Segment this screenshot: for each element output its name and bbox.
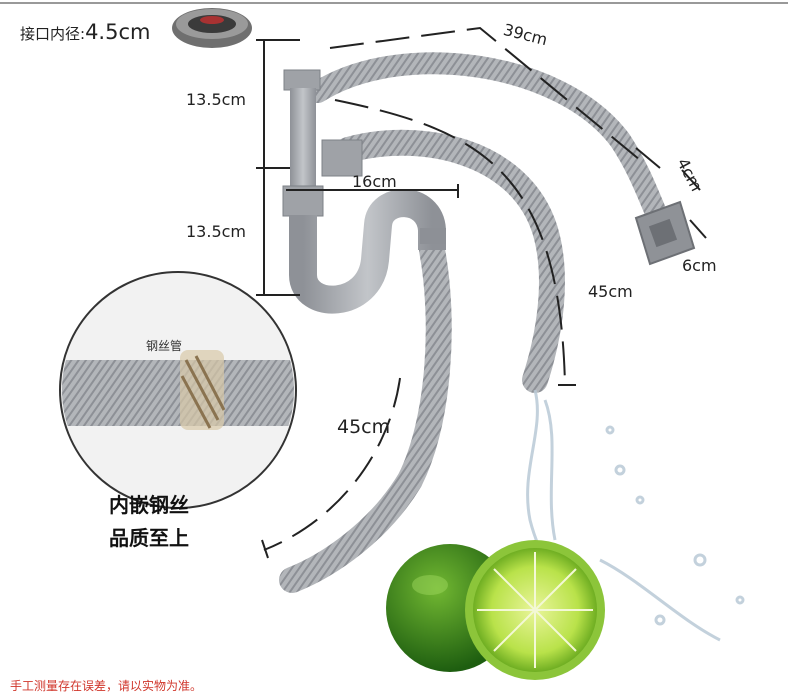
left-drain-hose — [279, 237, 452, 593]
wire-hose-callout — [59, 271, 297, 509]
feature-line-1: 内嵌钢丝 — [109, 493, 189, 517]
inner-diameter-prefix: 接口内径: — [20, 25, 86, 43]
right-hose-length-label: 45cm — [588, 282, 633, 301]
dimension-lines — [256, 26, 707, 559]
feature-line-2: 品质至上 — [109, 526, 189, 550]
right-drain-hose — [335, 129, 565, 393]
left-hose-length-label: 45cm — [337, 416, 391, 438]
width-16-label: 16cm — [352, 172, 397, 191]
lower-height-label: 13.5cm — [186, 222, 247, 241]
lime-half — [465, 540, 605, 680]
sink-trap — [282, 69, 446, 314]
overflow-square — [634, 200, 696, 266]
wire-callout-label: 钢丝管 — [146, 339, 183, 353]
footer-note: 手工测量存在误差，请以实物为准。 — [10, 679, 203, 693]
overflow-square-large-label: 6cm — [682, 256, 717, 275]
overflow-hose — [307, 52, 671, 233]
connector-ring-icon — [172, 8, 252, 48]
inner-diameter-value: 4.5cm — [85, 20, 151, 44]
inner-diameter-label: 接口内径:4.5cm — [20, 20, 150, 44]
upper-height-label: 13.5cm — [186, 90, 247, 109]
